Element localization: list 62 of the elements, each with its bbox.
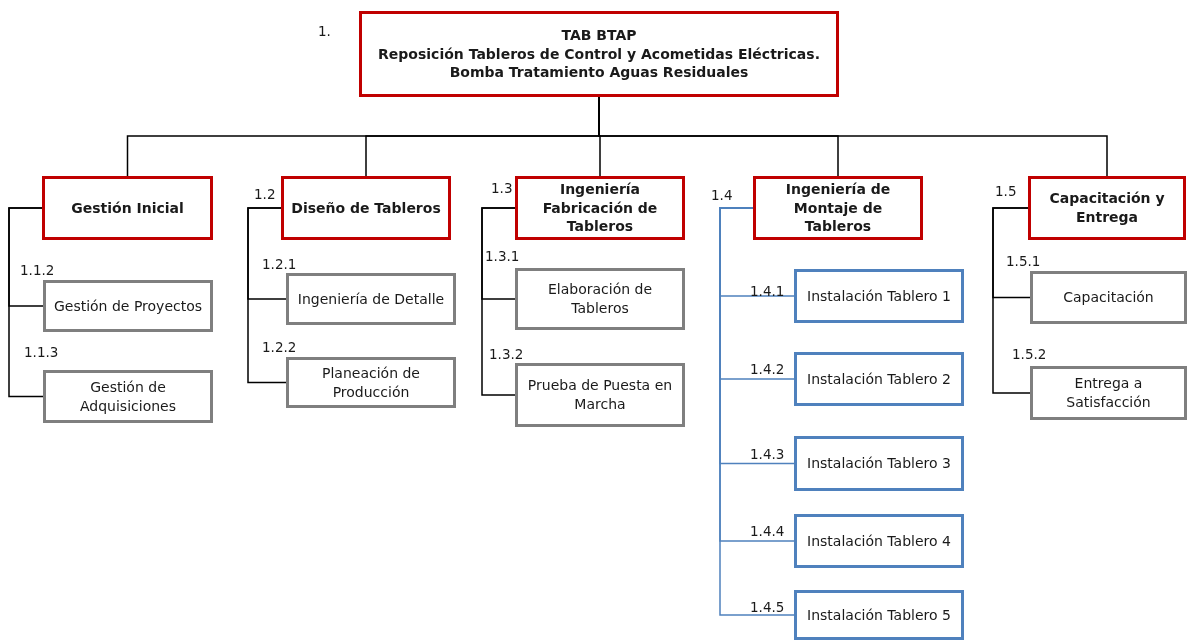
wbs-number: 1.4.4 — [750, 523, 785, 540]
task-box — [1030, 271, 1187, 324]
wbs-number: 1.4.1 — [750, 283, 785, 300]
task-box — [794, 352, 964, 406]
task-box — [43, 370, 213, 423]
task-box — [43, 280, 213, 332]
wbs-number: 1.4.3 — [750, 446, 785, 463]
task-box — [794, 436, 964, 491]
phase-box — [281, 176, 451, 240]
node-label: Ingeniería de Montaje de Tableros — [784, 179, 892, 237]
task-box — [286, 273, 456, 325]
node-label: Gestión Inicial — [71, 198, 184, 218]
task-box — [794, 590, 964, 640]
wbs-number: 1.5.1 — [1006, 253, 1041, 270]
wbs-number: 1.4.5 — [750, 599, 785, 616]
node-label: Diseño de Tableros — [291, 198, 441, 218]
connector-line — [992, 207, 1031, 394]
node-label: Instalación Tablero 1 — [807, 286, 951, 306]
node-label: Reposición Tableros de Control y Acometidas Eléctricas. Bomba Tratamiento Aguas Residuales — [377, 44, 821, 83]
phase-box — [42, 176, 213, 240]
wbs-number: 1.1.2 — [20, 262, 55, 279]
project-code: TAB BTAP — [561, 25, 637, 45]
node-label: Capacitación y Entrega — [1048, 189, 1166, 227]
wbs-number: 1.2.1 — [262, 256, 297, 273]
connector-line — [8, 207, 44, 398]
task-box — [794, 514, 964, 568]
node-label: Gestión de Proyectos — [53, 296, 203, 316]
wbs-number: 1.4.2 — [750, 361, 785, 378]
wbs-number: 1.5.2 — [1012, 346, 1047, 363]
wbs-number: 1.4 — [711, 187, 733, 204]
node-label: Planeación de Producción — [321, 363, 421, 402]
node-label: Elaboración de Tableros — [546, 280, 654, 318]
connector-line — [247, 207, 287, 384]
task-box — [794, 269, 964, 323]
task-box — [286, 357, 456, 408]
node-label: Instalación Tablero 4 — [807, 531, 951, 551]
wbs-number: 1.2 — [254, 186, 276, 203]
node-label: Instalación Tablero 5 — [807, 605, 951, 625]
phase-box — [1028, 176, 1186, 240]
node-label: Instalación Tablero 3 — [807, 454, 951, 473]
wbs-number: 1.3.1 — [485, 248, 520, 265]
wbs-number: 1.3 — [491, 180, 513, 197]
node-label: Gestión de Adquisiciones — [79, 377, 177, 416]
wbs-number: 1.2.2 — [262, 339, 297, 356]
wbs-number: 1. — [318, 23, 331, 40]
node-label: Ingeniería de Detalle — [297, 289, 445, 309]
node-label: Entrega a Satisfacción — [1065, 374, 1152, 412]
node-label: Ingeniería Fabricación de Tableros — [541, 179, 659, 237]
connector-line — [719, 207, 795, 616]
wbs-number: 1.5 — [995, 183, 1017, 200]
phase-box — [515, 176, 685, 240]
task-box — [515, 363, 685, 427]
root-box — [359, 11, 839, 97]
node-label: Instalación Tablero 2 — [807, 369, 951, 389]
node-label: Capacitación — [1063, 288, 1154, 307]
task-box — [1030, 366, 1187, 420]
wbs-number: 1.1.3 — [24, 344, 59, 361]
connector-line — [481, 207, 516, 396]
wbs-number: 1.3.2 — [489, 346, 524, 363]
phase-box — [753, 176, 923, 240]
node-label: Prueba de Puesta en Marcha — [526, 376, 674, 414]
task-box — [515, 268, 685, 330]
